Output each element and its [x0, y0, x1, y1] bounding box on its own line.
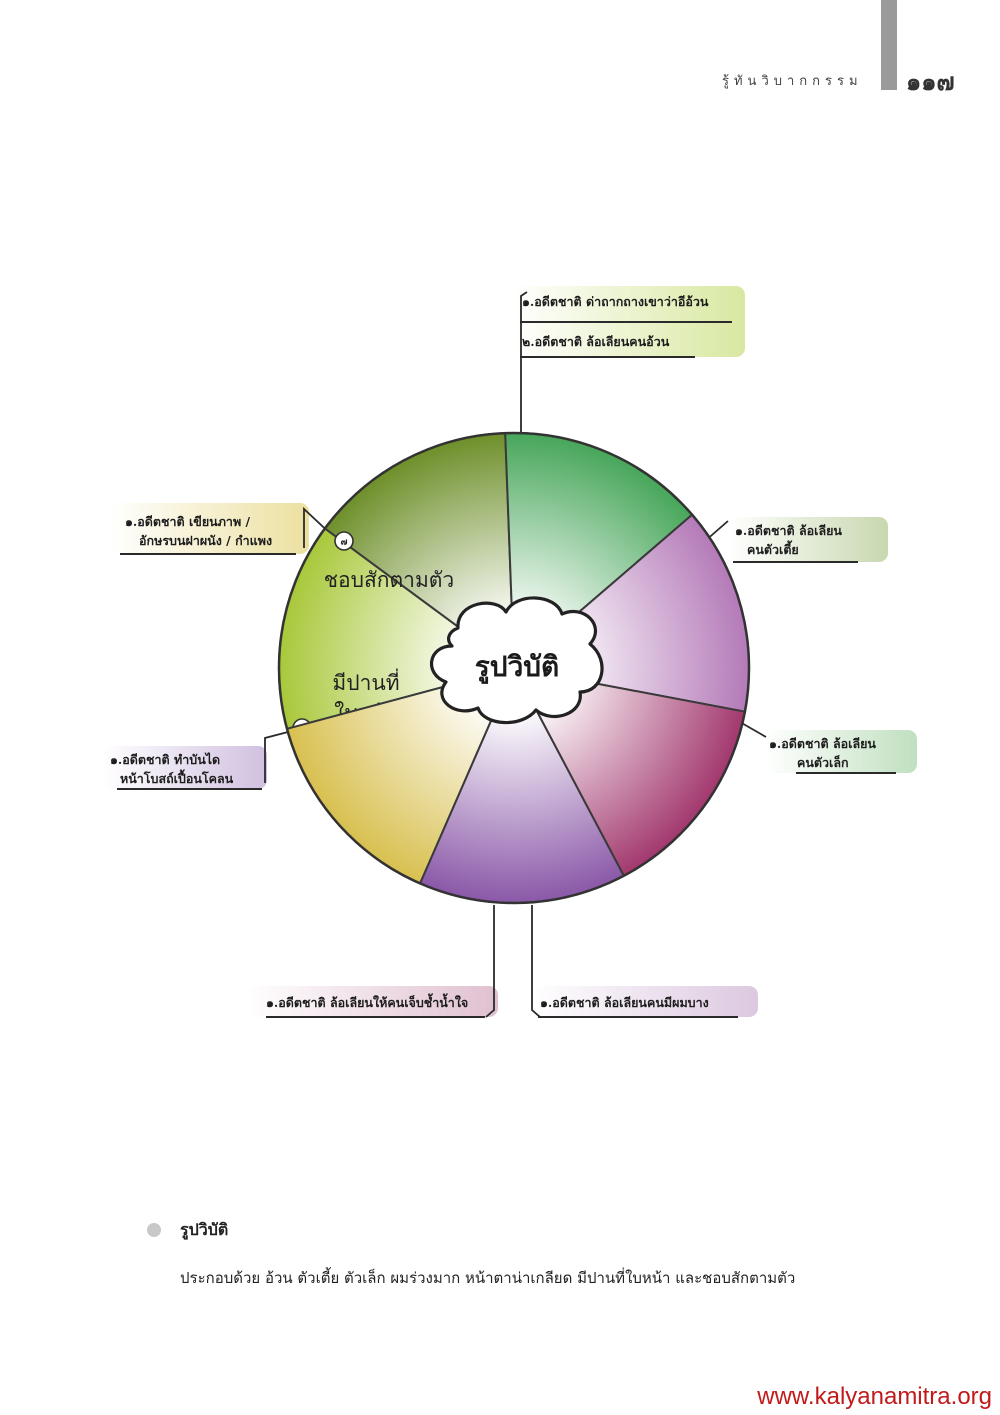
- page-number: ๑๑๗: [906, 67, 955, 96]
- callout-2: ๑.อดีตชาติ ล้อเลียน คนตัวเตี้ย: [735, 521, 842, 559]
- callout-4-background: [532, 986, 758, 1017]
- callout-6: ๑.อดีตชาติ ทำบันได หน้าโบสถ์เปื้อนโคลน: [110, 750, 233, 788]
- callout-6-line-2: หน้าโบสถ์เปื้อนโคลน: [120, 771, 234, 786]
- callout-4-line-1: ๑.อดีตชาติ ล้อเลียนคนมีผมบาง: [540, 995, 709, 1010]
- section-bullet-icon: [147, 1223, 161, 1237]
- callout-1-line-1: ๑.อดีตชาติ ด่าถากถางเขาว่าอีอ้วน: [522, 294, 709, 309]
- callout-connectors: [102, 286, 917, 1018]
- callout-1-line-2: ๒.อดีตชาติ ล้อเลียนคนอ้วน: [522, 334, 670, 349]
- wheel-outline: [277, 431, 751, 905]
- callout-1: ๑.อดีตชาติ ด่าถากถางเขาว่าอีอ้วน ๒.อดีตช…: [522, 292, 708, 351]
- segment-7-number: ๗: [341, 538, 348, 548]
- footer-url: www.kalyanamitra.org: [757, 1383, 992, 1410]
- callout-3-line-1: ๑.อดีตชาติ ล้อเลียน: [769, 736, 876, 751]
- callout-4-connector: [531, 905, 541, 1018]
- callout-3-background: [765, 730, 917, 773]
- callout-1-connector: [520, 291, 528, 450]
- section-title: รูปวิบัติ: [180, 1220, 229, 1239]
- diagram: อ้วน๑ตัวเตี้ย๒ตัวเล็ก๓ผมร่วงมาก๔หน้าตาน่…: [102, 286, 917, 1018]
- callout-6-background: [102, 746, 267, 789]
- callout-7: ๑.อดีตชาติ เขียนภาพ / อักษรบนฝาผนัง / กำ…: [125, 512, 272, 550]
- center-cloud-shape: [429, 596, 604, 725]
- callout-7-line-1: ๑.อดีตชาติ เขียนภาพ /: [125, 514, 251, 529]
- header-bar: [881, 0, 897, 90]
- callout-6-line-1: ๑.อดีตชาติ ทำบันได: [110, 752, 221, 767]
- center-label: รูปวิบัติ: [475, 650, 560, 684]
- callout-2-line-1: ๑.อดีตชาติ ล้อเลียน: [735, 523, 842, 538]
- callout-7-line-2: อักษรบนฝาผนัง / กำแพง: [139, 533, 273, 548]
- callout-5-line-1: ๑.อดีตชาติ ล้อเลียนให้คนเจ็บช้ำน้ำใจ: [266, 995, 469, 1010]
- callout-5: ๑.อดีตชาติ ล้อเลียนให้คนเจ็บช้ำน้ำใจ: [266, 993, 468, 1012]
- callout-5-connector: [485, 905, 495, 1018]
- callout-2-background: [728, 517, 888, 562]
- callout-3-line-2: คนตัวเล็ก: [797, 755, 849, 770]
- section-body: ประกอบด้วย อ้วน ตัวเตี้ย ตัวเล็ก ผมร่วงม…: [180, 1269, 796, 1287]
- callout-7-background: [109, 503, 309, 554]
- segment-7-number-badge: [334, 531, 354, 551]
- segment-7-label: ชอบสักตามตัว: [324, 568, 454, 592]
- running-header-title: รู้ทันวิบากกรรม: [722, 74, 863, 89]
- callout-5-background: [246, 986, 498, 1017]
- callout-3: ๑.อดีตชาติ ล้อเลียน คนตัวเล็ก: [769, 734, 876, 772]
- callout-4: ๑.อดีตชาติ ล้อเลียนคนมีผมบาง: [540, 993, 709, 1012]
- callout-2-line-2: คนตัวเตี้ย: [747, 542, 799, 557]
- center-cloud-group: รูปวิบัติ: [429, 596, 604, 725]
- callout-6-connector: [264, 731, 289, 783]
